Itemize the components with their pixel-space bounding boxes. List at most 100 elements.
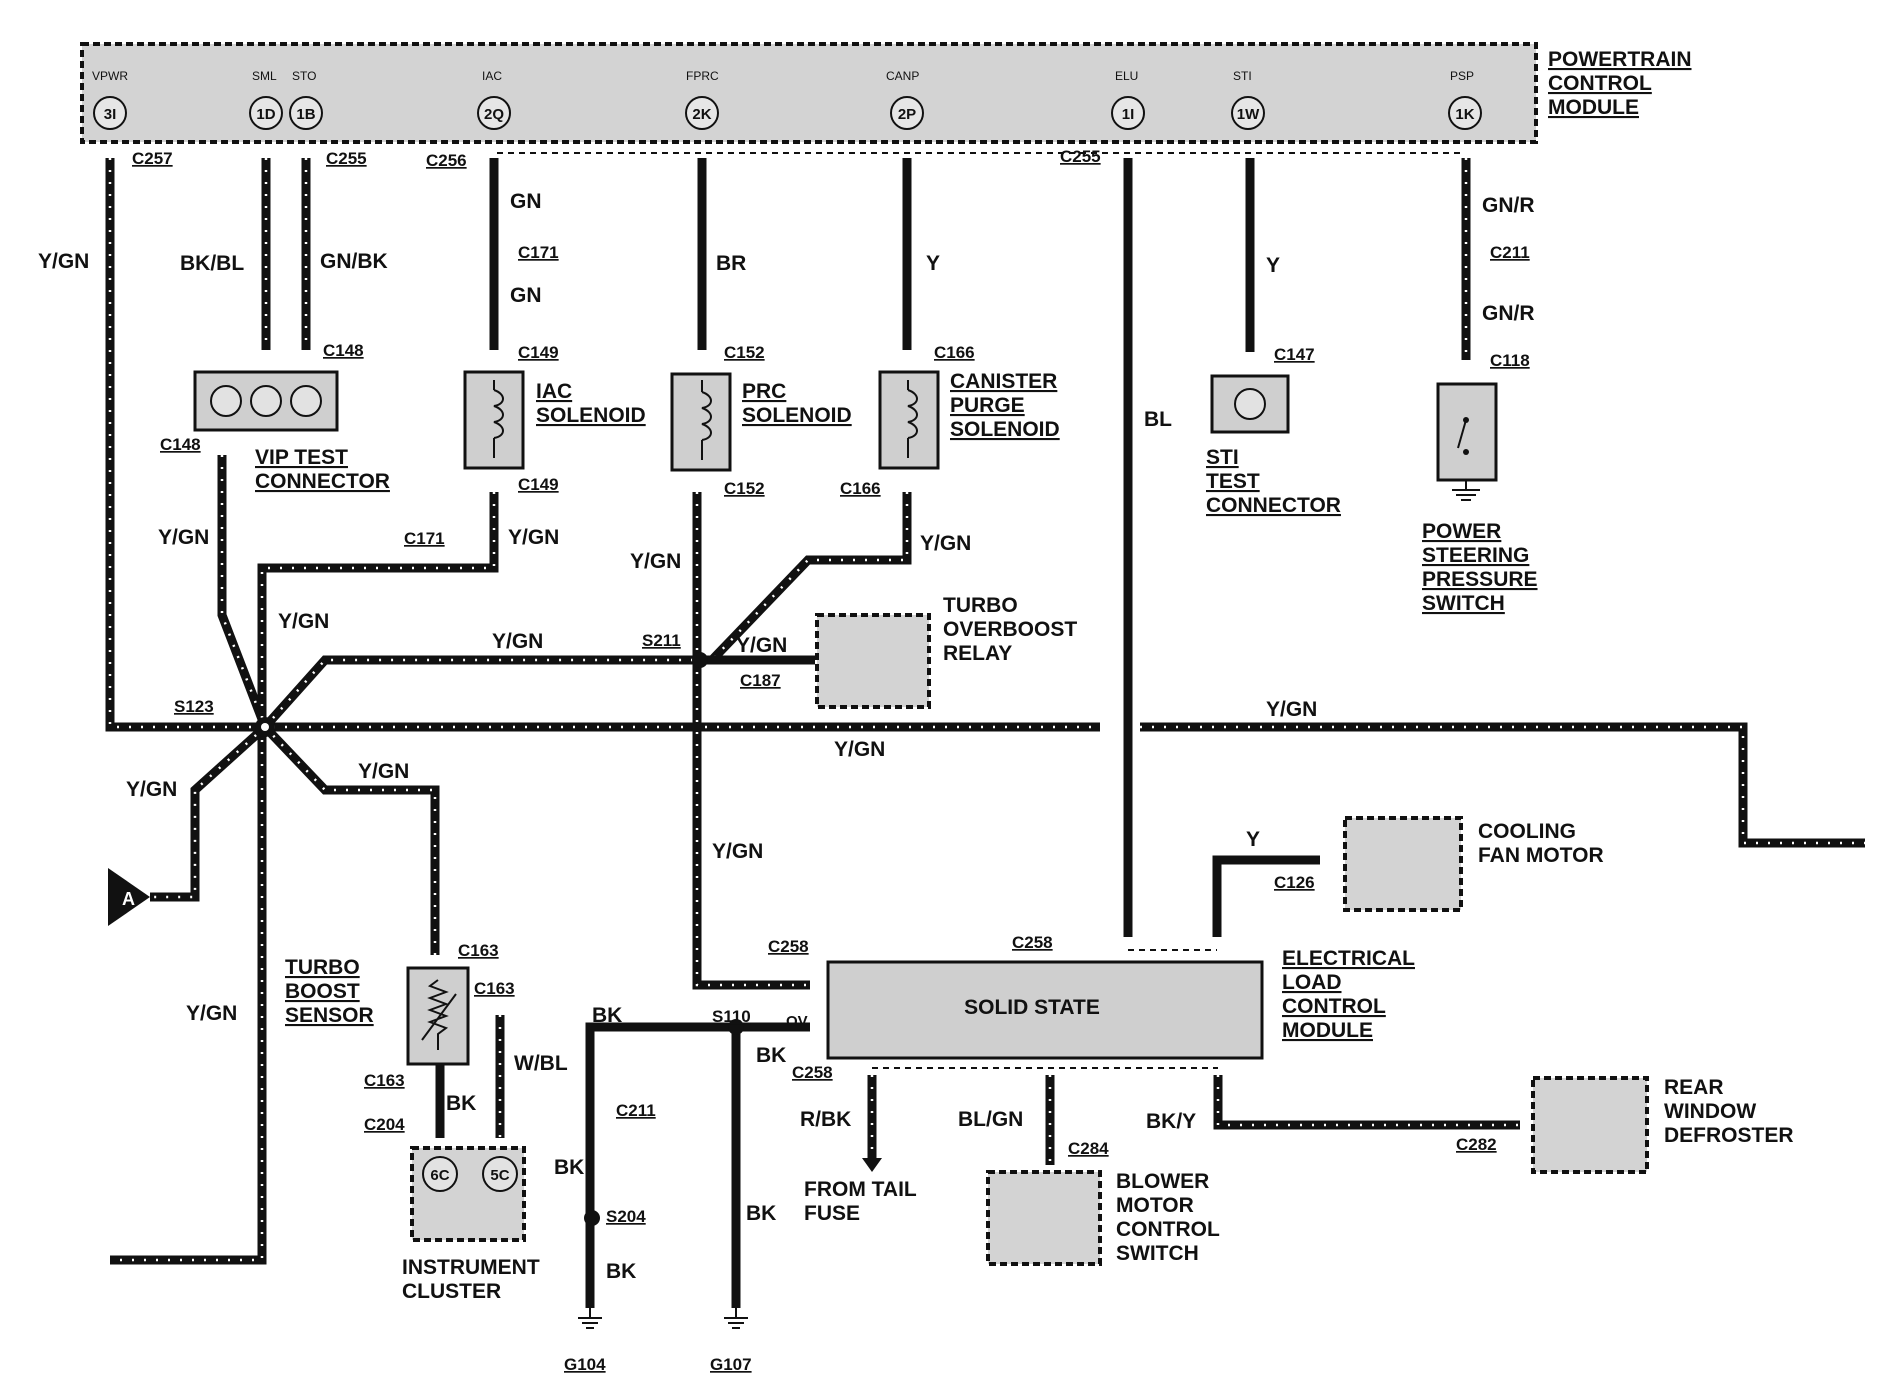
- psp-switch-dot-1: [1463, 417, 1469, 423]
- splice-s110: [728, 1019, 744, 1035]
- pcm-pin-psp: PSP 1K: [1448, 69, 1482, 130]
- pcm-pin-elu: ELU 1I: [1111, 69, 1145, 130]
- elcm-label-line-1: ELECTRICAL: [1282, 947, 1415, 970]
- conn-g104: G104: [564, 1355, 606, 1374]
- conn-c204: C204: [364, 1115, 405, 1134]
- tail-label-line-1: FROM TAIL: [804, 1178, 917, 1201]
- wire-prc-lower-y-gn: [692, 492, 810, 990]
- power-steering-pressure-switch: POWER STEERING PRESSURE SWITCH: [1422, 382, 1538, 615]
- wire-label-bk1: BK: [592, 1004, 622, 1027]
- psp-label-line-3: PRESSURE: [1422, 568, 1538, 591]
- wire-label-wbl: W/BL: [514, 1052, 568, 1075]
- elcm-label-line-3: CONTROL: [1282, 995, 1386, 1018]
- conn-s110: S110: [712, 1007, 751, 1026]
- conn-c171-b: C171: [404, 529, 445, 548]
- pcm-box: [80, 42, 1538, 144]
- iac-label-line-1: IAC: [536, 380, 572, 403]
- off-page-connector-a: A: [108, 868, 150, 926]
- pin-circle-fprc: [685, 96, 719, 130]
- pin-circle-iac: [477, 96, 511, 130]
- wire-cooling-y: [1212, 855, 1320, 937]
- pin-num-canp: 2P: [898, 106, 916, 123]
- iac-solenoid: IAC SOLENOID: [463, 370, 646, 470]
- pin-num-sti: 1W: [1237, 106, 1260, 123]
- psp-label-line-4: SWITCH: [1422, 592, 1505, 615]
- wire-label-yg2: Y/GN: [158, 526, 209, 549]
- pin-circle-psp: [1448, 96, 1482, 130]
- wire-label-gnr2: GN/R: [1482, 302, 1535, 325]
- pcm-label-line-1: POWERTRAIN: [1548, 48, 1692, 71]
- sti-label-line-2: TEST: [1206, 470, 1260, 493]
- canister-label-line-3: SOLENOID: [950, 418, 1060, 441]
- pin-name-sto: STO: [292, 69, 316, 83]
- vip-label-line-2: CONNECTOR: [255, 470, 390, 493]
- pin-num-fprc: 2K: [692, 106, 711, 123]
- cluster-label-line-1: INSTRUMENT: [402, 1256, 540, 1279]
- cooling-fan-motor: COOLING FAN MOTOR: [1343, 816, 1604, 912]
- sti-test-connector: STI TEST CONNECTOR: [1206, 374, 1341, 517]
- conn-c147: C147: [1274, 345, 1315, 364]
- pin-name-elu: ELU: [1115, 69, 1138, 83]
- wire-label-yg12: Y/GN: [358, 760, 409, 783]
- wire-s123-a-stripe: [150, 726, 266, 899]
- conn-s211: S211: [642, 631, 681, 650]
- blower-label-line-2: MOTOR: [1116, 1194, 1194, 1217]
- wire-main-bus-right-stripe: [1140, 725, 1865, 845]
- wire-vip-y-gn: [217, 455, 270, 729]
- pin-circle-vpwr: [93, 96, 127, 130]
- tail-arrow-icon: [862, 1158, 882, 1172]
- turbo-relay-label-line-2: OVERBOOST: [943, 618, 1077, 641]
- turbo-relay-box: [815, 613, 931, 709]
- pin-num-sto: 1B: [296, 106, 315, 123]
- conn-c255-a: C255: [326, 149, 367, 168]
- conn-c166-a: C166: [934, 343, 975, 362]
- wire-prc-lower-y-gn-stripe: [695, 492, 810, 987]
- wire-defroster-bk-y: [1213, 1075, 1520, 1130]
- wire-label-y2: Y: [1266, 254, 1280, 277]
- wire-label-y1: Y: [926, 252, 940, 275]
- conn-c282: C282: [1456, 1135, 1497, 1154]
- wire-label-yg7: Y/GN: [492, 630, 543, 653]
- splice-s123-inner: [261, 723, 269, 731]
- cluster-pin-6c: [422, 1156, 458, 1192]
- pcm-label-line-2: CONTROL: [1548, 72, 1652, 95]
- wire-label-yg4: Y/GN: [278, 610, 329, 633]
- turbo-sensor-resistor-icon: [421, 979, 457, 1050]
- conn-c284: C284: [1068, 1139, 1109, 1158]
- conn-c152-b: C152: [724, 479, 765, 498]
- wire-iac-lower-y-gn: [110, 492, 499, 1265]
- cooling-label-line-1: COOLING: [1478, 820, 1576, 843]
- psp-label-line-2: STEERING: [1422, 544, 1529, 567]
- psp-ground-icon: [1452, 480, 1480, 501]
- wire-label-yg3: Y/GN: [508, 526, 559, 549]
- wire-label-blgn: BL/GN: [958, 1108, 1023, 1131]
- conn-c149-b: C149: [518, 475, 559, 494]
- prc-label-line-2: SOLENOID: [742, 404, 852, 427]
- conn-c257: C257: [132, 149, 173, 168]
- pin-circle-sml: [249, 96, 283, 130]
- wire-label-yg5: Y/GN: [630, 550, 681, 573]
- vip-pin-2: [250, 385, 282, 417]
- sti-label-line-1: STI: [1206, 446, 1239, 469]
- vip-test-connector: VIP TEST CONNECTOR: [193, 370, 390, 493]
- pcm-pin-fprc: FPRC 2K: [685, 69, 719, 130]
- pin-name-iac: IAC: [482, 69, 502, 83]
- conn-c171-a: C171: [518, 243, 559, 262]
- blower-label-line-3: CONTROL: [1116, 1218, 1220, 1241]
- pcm-pin-sml: SML 1D: [249, 69, 283, 130]
- wire-label-yg14: Y/GN: [186, 1002, 237, 1025]
- wire-label-gnbk: GN/BK: [320, 250, 388, 273]
- splices: [255, 652, 744, 1226]
- wire-label-yg8: Y/GN: [736, 634, 787, 657]
- prc-solenoid: PRC SOLENOID: [670, 372, 852, 472]
- psp-box: [1436, 382, 1498, 482]
- pcm-pin-sti: STI 1W: [1231, 69, 1265, 130]
- wire-label-y3: Y: [1246, 828, 1260, 851]
- turbo-sensor-label-line-2: BOOST: [285, 980, 360, 1003]
- sti-label-line-3: CONNECTOR: [1206, 494, 1341, 517]
- defroster-label-line-2: WINDOW: [1664, 1100, 1756, 1123]
- wire-vpwr-y-gn: [105, 158, 1100, 732]
- conn-c255-b: C255: [1060, 147, 1101, 166]
- blower-label-line-4: SWITCH: [1116, 1242, 1199, 1265]
